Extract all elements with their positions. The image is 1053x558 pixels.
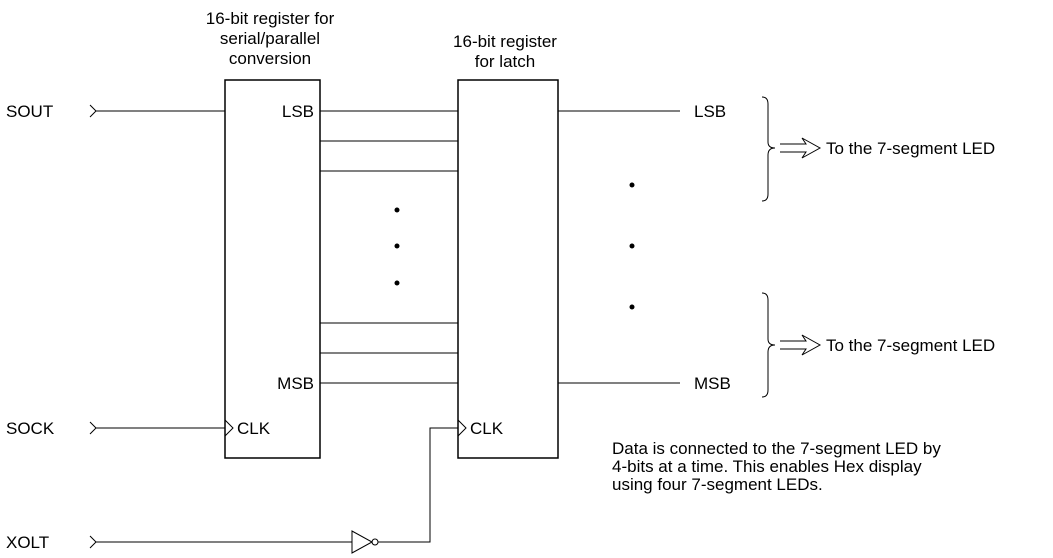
arrow-top-icon xyxy=(780,137,822,159)
latch-clock-wire xyxy=(378,427,458,543)
register2-title-line2: for latch xyxy=(475,52,535,71)
register1-box xyxy=(224,79,321,459)
note-text: Data is connected to the 7-segment LED b… xyxy=(612,440,1042,494)
register1-msb-label: MSB xyxy=(277,374,314,393)
note-line-2: 4-bits at a time. This enables Hex displ… xyxy=(612,457,922,476)
ellipsis-dot xyxy=(394,207,400,213)
register1-lsb-label: LSB xyxy=(282,102,314,121)
input-label-xolt: XOLT xyxy=(6,533,49,552)
output-lsb-label: LSB xyxy=(694,102,726,121)
input-chevron-sock xyxy=(89,421,97,435)
register1-title-line3: conversion xyxy=(229,49,311,68)
register1-clk-label: CLK xyxy=(237,419,271,438)
input-chevron-xolt xyxy=(89,535,97,549)
inverter-symbol xyxy=(351,530,374,554)
register1-title-line1: 16-bit register for xyxy=(206,9,335,28)
arrow-bottom-icon xyxy=(780,334,822,356)
ellipsis-dot xyxy=(394,243,400,249)
register1-title-line2: serial/parallel xyxy=(220,29,320,48)
input-label-sout: SOUT xyxy=(6,102,53,121)
ellipsis-dot xyxy=(629,182,635,188)
register2-box xyxy=(457,79,559,459)
ellipsis-dot xyxy=(394,280,400,286)
arrow-top-label: To the 7-segment LED xyxy=(826,139,995,158)
register2-clock-triangle xyxy=(457,419,467,437)
note-line-3: using four 7-segment LEDs. xyxy=(612,475,823,494)
note-line-1: Data is connected to the 7-segment LED b… xyxy=(612,439,941,458)
input-label-sock: SOCK xyxy=(6,419,55,438)
ellipsis-dot xyxy=(629,243,635,249)
ellipsis-dot xyxy=(629,304,635,310)
register2-clk-label: CLK xyxy=(470,419,504,438)
output-msb-label: MSB xyxy=(694,374,731,393)
register2-title-line1: 16-bit register xyxy=(453,32,557,51)
arrow-bottom-label: To the 7-segment LED xyxy=(826,336,995,355)
brace-bottom xyxy=(761,292,776,398)
input-chevron-sout xyxy=(89,104,97,118)
register1-clock-triangle xyxy=(224,419,234,437)
brace-top xyxy=(761,96,776,202)
